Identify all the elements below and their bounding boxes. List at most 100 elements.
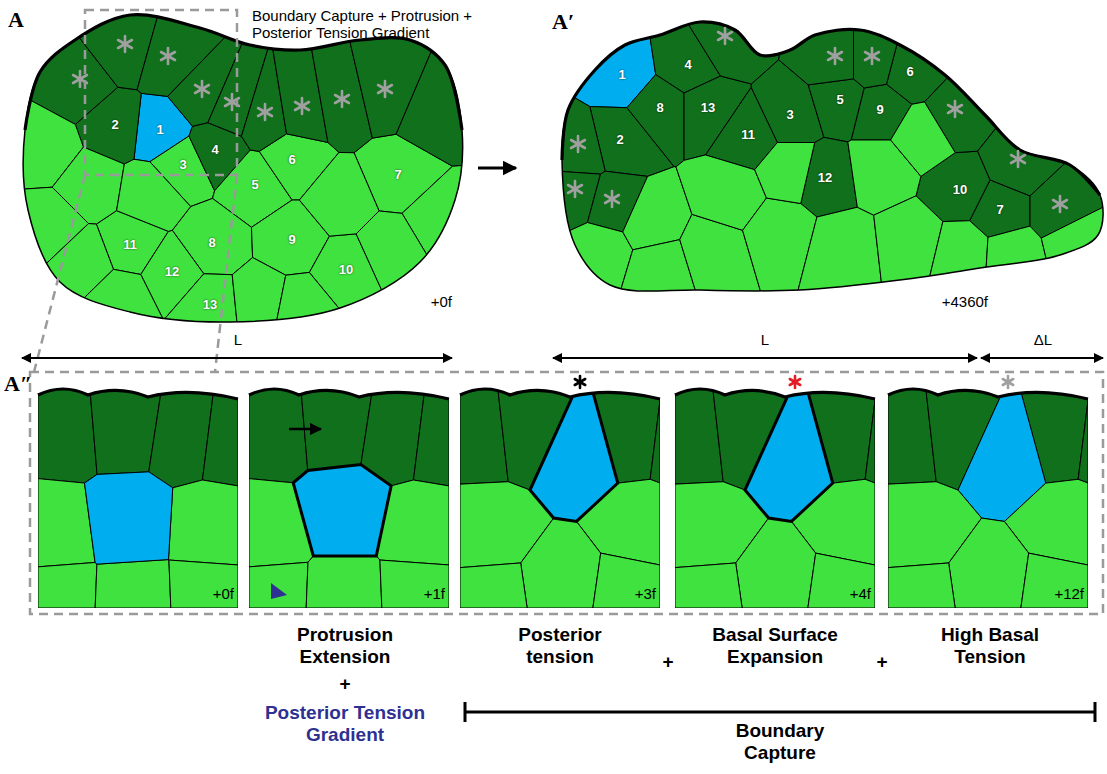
drawing-part: [1094, 702, 1097, 722]
cell: [808, 553, 875, 608]
apical-surface: [562, 22, 1100, 195]
drawing-part: [215, 175, 237, 372]
blue-cell-outline: [530, 383, 618, 521]
asterisk-mark: [828, 48, 842, 64]
cell: [684, 76, 751, 160]
drawing-part: [1003, 379, 1013, 385]
cell: [356, 211, 478, 340]
drawing-part: [575, 379, 585, 385]
asterisk-mark: [295, 98, 309, 114]
drawing-part: [828, 52, 842, 60]
cell: [865, 401, 875, 484]
drawing-part: [258, 108, 272, 116]
cell-number: 13: [203, 298, 217, 313]
cell: [162, 274, 239, 340]
caption: High Basal Tension: [915, 624, 1065, 668]
drawing-part: [0, 0, 480, 340]
cell: [978, 0, 1107, 196]
cell: [168, 480, 238, 565]
drawing-part: [553, 357, 977, 359]
drawing-part: [790, 379, 800, 385]
cell: [627, 75, 684, 167]
cell: [52, 147, 124, 224]
caption: +: [662, 651, 673, 673]
cell-number: 1: [618, 68, 625, 83]
cell: [540, 77, 605, 174]
drawing-part: [571, 140, 585, 148]
drawing-part: [460, 383, 660, 608]
panel-letter: A″: [4, 371, 32, 396]
cell: [924, 221, 988, 300]
tissue-outline: [23, 15, 462, 322]
drawing-part: [865, 52, 879, 60]
cell: [249, 383, 308, 483]
length-label: L: [761, 331, 769, 348]
caption: Posterior tension: [485, 624, 635, 668]
frame-count: +4360f: [942, 293, 988, 310]
cell-number: 13: [701, 101, 715, 116]
apical-surface: [249, 389, 449, 399]
cell-number: 5: [251, 178, 258, 193]
drawing-part: [258, 108, 272, 116]
apical-surface: [675, 389, 875, 399]
asterisk-mark: [568, 181, 582, 197]
cell: [736, 518, 816, 608]
tissue-outline: [562, 22, 1103, 291]
tissue: [0, 0, 480, 340]
drawing-part: [718, 32, 732, 40]
panel-letter: A′: [552, 9, 574, 34]
drawing-part: [1011, 155, 1025, 163]
drawing-part: [888, 383, 1088, 608]
cell: [95, 560, 171, 608]
asterisk-mark: [605, 191, 619, 207]
cell: [85, 472, 173, 564]
drawing-part: [568, 185, 582, 193]
drawing-part: [30, 372, 1103, 614]
drawing-part: [1053, 200, 1067, 208]
asterisk-mark: [948, 101, 962, 117]
cell: [1041, 205, 1107, 300]
cell: [888, 563, 955, 608]
cell-number: 1: [156, 123, 163, 138]
cell: [874, 196, 943, 300]
frame-count: +0f: [213, 585, 234, 602]
drawing-part: [948, 105, 962, 113]
drawing-part: [195, 85, 209, 93]
asterisk-mark: [335, 91, 349, 107]
frame-count: +4f: [850, 585, 871, 602]
cell: [306, 556, 382, 608]
caption: Posterior Tension Gradient: [258, 702, 433, 746]
cell: [593, 553, 660, 608]
drawing-part: [295, 102, 309, 110]
drawing-part: [575, 379, 585, 385]
cell-number: 7: [996, 203, 1003, 218]
cell-number: 10: [339, 263, 353, 278]
cell-number: 12: [165, 265, 179, 280]
frame-count: +12f: [1054, 585, 1084, 602]
cell: [949, 518, 1029, 608]
blue-cell-outline: [745, 383, 833, 521]
cell: [232, 258, 286, 340]
cell-number: 11: [123, 238, 137, 253]
caption: Basal Surface Expansion: [688, 624, 863, 668]
cell: [293, 465, 391, 556]
cell: [891, 102, 956, 177]
zoom-panel: [460, 376, 660, 608]
length-label: L: [234, 331, 242, 348]
drawing-part: [605, 195, 619, 203]
protrusion-arrow: [289, 428, 321, 431]
drawing-part: [118, 40, 132, 48]
asterisk-mark: [378, 81, 392, 97]
apical-surface: [888, 389, 1088, 399]
cell-number: 11: [741, 128, 755, 143]
cell-number: 8: [208, 236, 215, 251]
cell-number: 7: [394, 168, 401, 183]
drawing-part: [981, 357, 1103, 359]
panel-letter: A: [8, 7, 24, 32]
frame-count: +0f: [431, 293, 452, 310]
drawing-part: [295, 102, 309, 110]
apical-surface: [460, 389, 660, 399]
cell: [460, 563, 527, 608]
asterisk-mark: [865, 48, 879, 64]
